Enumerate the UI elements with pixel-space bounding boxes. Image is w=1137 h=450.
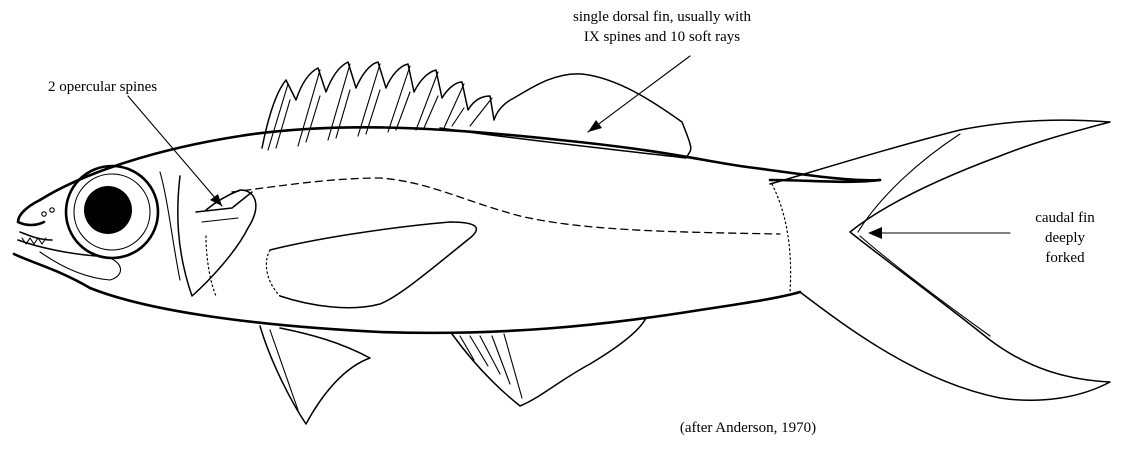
credit-caption: (after Anderson, 1970): [680, 420, 816, 436]
lateral-line: [232, 178, 780, 234]
pectoral-fin: [266, 222, 476, 308]
dorsal-fin: [262, 62, 691, 158]
dorsal-label-line1: single dorsal fin, usually with: [573, 9, 751, 25]
opercular-label: 2 opercular spines: [48, 79, 157, 95]
caudal-label-line1: caudal fin: [1035, 210, 1095, 226]
dorsal-pointer: [588, 56, 690, 132]
operculum: [160, 172, 256, 296]
caudal-pointer: [868, 227, 1010, 239]
caudal-label-line3: forked: [1045, 250, 1085, 266]
pelvic-fin: [260, 326, 370, 424]
caudal-label-line2: deeply: [1045, 230, 1085, 246]
body-outline: [40, 127, 880, 333]
dorsal-label-line2: IX spines and 10 soft rays: [584, 29, 740, 45]
eye: [66, 166, 158, 258]
